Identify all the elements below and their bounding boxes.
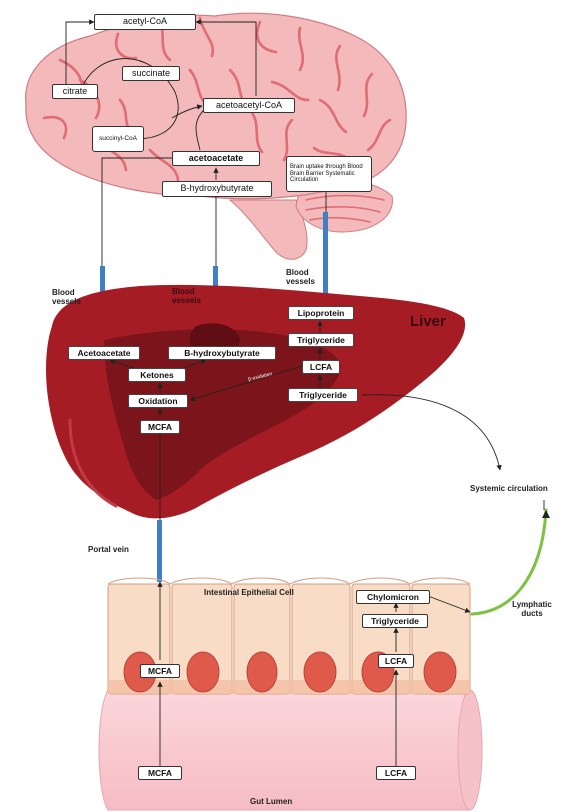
mcfa-cell-box: MCFA (140, 664, 180, 678)
triglyceride-gut-box: Triglyceride (362, 614, 428, 628)
lymphatic-duct-curve (472, 510, 546, 614)
lipoprotein-label: Lipoprotein (298, 309, 345, 318)
portal-vein-label: Portal vein (88, 545, 129, 554)
chylomicron-box: Chylomicron (356, 590, 430, 604)
brain-stem (230, 200, 307, 259)
lymphatic-ducts-label: Lymphatic ducts (510, 600, 554, 618)
b-hydroxybutyrate-brain-box: B-hydroxybutyrate (162, 181, 272, 197)
acetyl-coa-label: acetyl-CoA (123, 17, 167, 26)
brain-uptake-note-box: Brain uptake through Blood Brain Barrier… (286, 156, 372, 192)
ketones-box: Ketones (128, 368, 186, 382)
mcfa-liver-box: MCFA (140, 420, 180, 434)
acetoacetate-liver-label: Acetoacetate (78, 349, 131, 358)
intestinal-cell-label: Intestinal Epithelial Cell (204, 588, 294, 597)
triglyceride-top-label: Triglyceride (297, 336, 345, 345)
blood-vessels-right-label: Blood vessels (286, 268, 322, 286)
oxidation-box: Oxidation (128, 394, 188, 408)
citrate-box: citrate (52, 84, 98, 99)
triglyceride-gut-label: Triglyceride (371, 617, 419, 626)
mcfa-liver-label: MCFA (148, 423, 172, 432)
chylomicron-label: Chylomicron (367, 593, 419, 602)
brain-uptake-note: Brain uptake through Blood Brain Barrier… (290, 164, 368, 185)
lcfa-liver-box: LCFA (302, 360, 340, 374)
lcfa-liver-label: LCFA (310, 363, 332, 372)
acetoacetate-brain-box: acetoacetate (172, 151, 260, 166)
oxidation-label: Oxidation (138, 397, 177, 406)
succinate-box: succinate (122, 66, 180, 81)
liver-title: Liver (410, 313, 446, 330)
triglyceride-bottom-box: Triglyceride (288, 388, 358, 402)
liver-illustration (46, 285, 465, 518)
lcfa-cell-label: LCFA (385, 657, 407, 666)
citrate-label: citrate (63, 87, 88, 96)
acetoacetate-liver-box: Acetoacetate (68, 346, 140, 360)
blood-vessels-mid-label: Blood vessels (172, 287, 208, 305)
succinate-label: succinate (132, 69, 170, 78)
lcfa-cell-box: LCFA (378, 654, 414, 668)
b-hydroxybutyrate-liver-label: B-hydroxybutyrate (184, 349, 260, 358)
succinyl-coa-box: succinyl-CoA (92, 126, 144, 152)
acetoacetyl-coa-box: acetoacetyl-CoA (203, 98, 295, 113)
b-hydroxybutyrate-brain-label: B-hydroxybutyrate (180, 184, 253, 193)
systemic-circulation-label: Systemic circulation (470, 484, 548, 493)
blood-vessels-left-label: Blood vessels (52, 288, 92, 306)
mcfa-cell-label: MCFA (148, 667, 172, 676)
acetoacetate-brain-label: acetoacetate (189, 154, 244, 163)
mcfa-lumen-box: MCFA (138, 766, 182, 780)
lcfa-lumen-label: LCFA (385, 769, 407, 778)
b-hydroxybutyrate-liver-box: B-hydroxybutyrate (168, 346, 276, 360)
mcfa-lumen-label: MCFA (148, 769, 172, 778)
lcfa-lumen-box: LCFA (376, 766, 416, 780)
portal-vein-bar (157, 520, 162, 582)
gut-lumen-label: Gut Lumen (250, 797, 292, 806)
triglyceride-top-box: Triglyceride (288, 333, 354, 347)
ketones-label: Ketones (140, 371, 174, 380)
gut-lumen-tube (99, 690, 482, 810)
lipoprotein-box: Lipoprotein (288, 306, 354, 320)
succinyl-coa-label: succinyl-CoA (99, 135, 137, 143)
vessel-bar-right (323, 212, 328, 304)
acetyl-coa-box: acetyl-CoA (94, 14, 196, 30)
acetoacetyl-coa-label: acetoacetyl-CoA (216, 101, 282, 110)
triglyceride-bottom-label: Triglyceride (299, 391, 347, 400)
